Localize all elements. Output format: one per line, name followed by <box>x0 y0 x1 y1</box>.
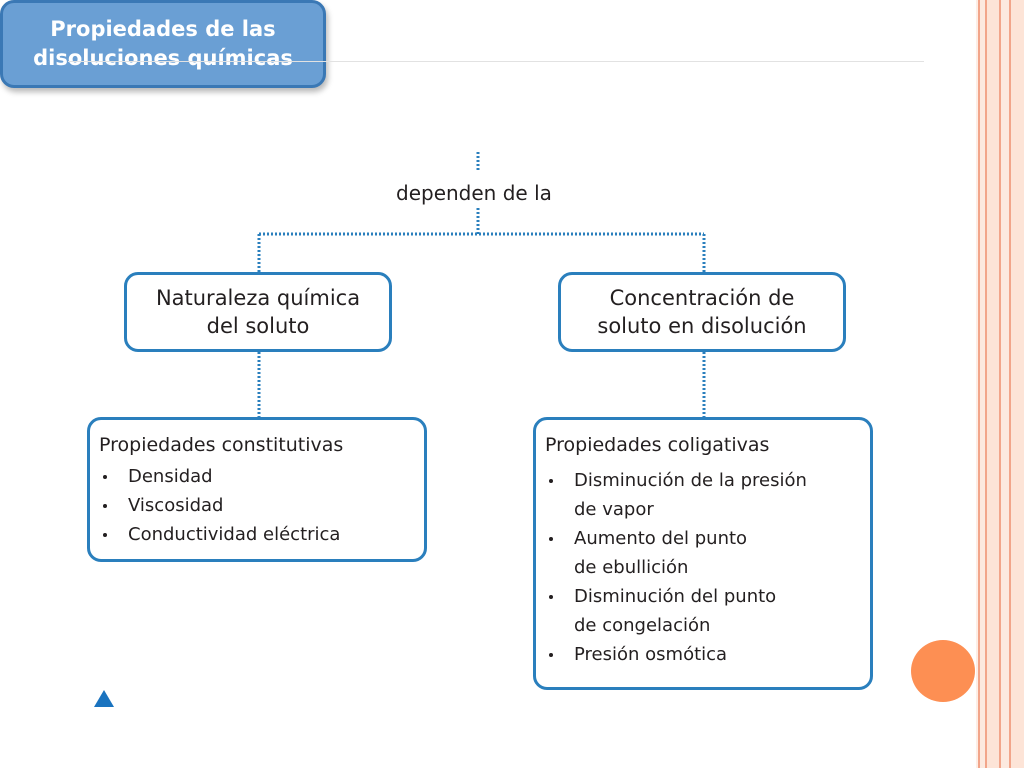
list-item: Presión osmótica <box>536 640 870 669</box>
root-node: Propiedades de las disoluciones químicas <box>0 0 326 88</box>
slide-border-decoration <box>976 0 1024 768</box>
accent-circle <box>911 640 975 702</box>
node-concentracion-soluto: Concentración de soluto en disolución <box>558 272 846 352</box>
list-item: Viscosidad <box>90 491 424 520</box>
node-concentracion-soluto-title: Concentración de soluto en disolución <box>597 286 807 338</box>
list-item: Disminución del punto de congelación <box>536 582 870 640</box>
list-item: Disminución de la presión de vapor <box>536 466 870 524</box>
list-item: Conductividad eléctrica <box>90 520 424 549</box>
node-naturaleza-soluto-title: Naturaleza química del soluto <box>155 286 361 338</box>
connector-label: dependen de la <box>396 181 552 205</box>
list-item: Aumento del punto de ebullición <box>536 524 870 582</box>
list-title-constitutivas: Propiedades constitutivas <box>99 434 344 456</box>
root-node-title: Propiedades de las disoluciones químicas <box>33 17 293 70</box>
node-naturaleza-soluto: Naturaleza química del soluto <box>124 272 392 352</box>
top-divider <box>68 61 924 62</box>
list-propiedades-constitutivas: Propiedades constitutivas Densidad Visco… <box>87 417 427 562</box>
list-title-coligativas: Propiedades coligativas <box>545 434 770 456</box>
list-propiedades-coligativas: Propiedades coligativas Disminución de l… <box>533 417 873 690</box>
list-item: Densidad <box>90 462 424 491</box>
triangle-up-icon[interactable] <box>94 690 114 707</box>
